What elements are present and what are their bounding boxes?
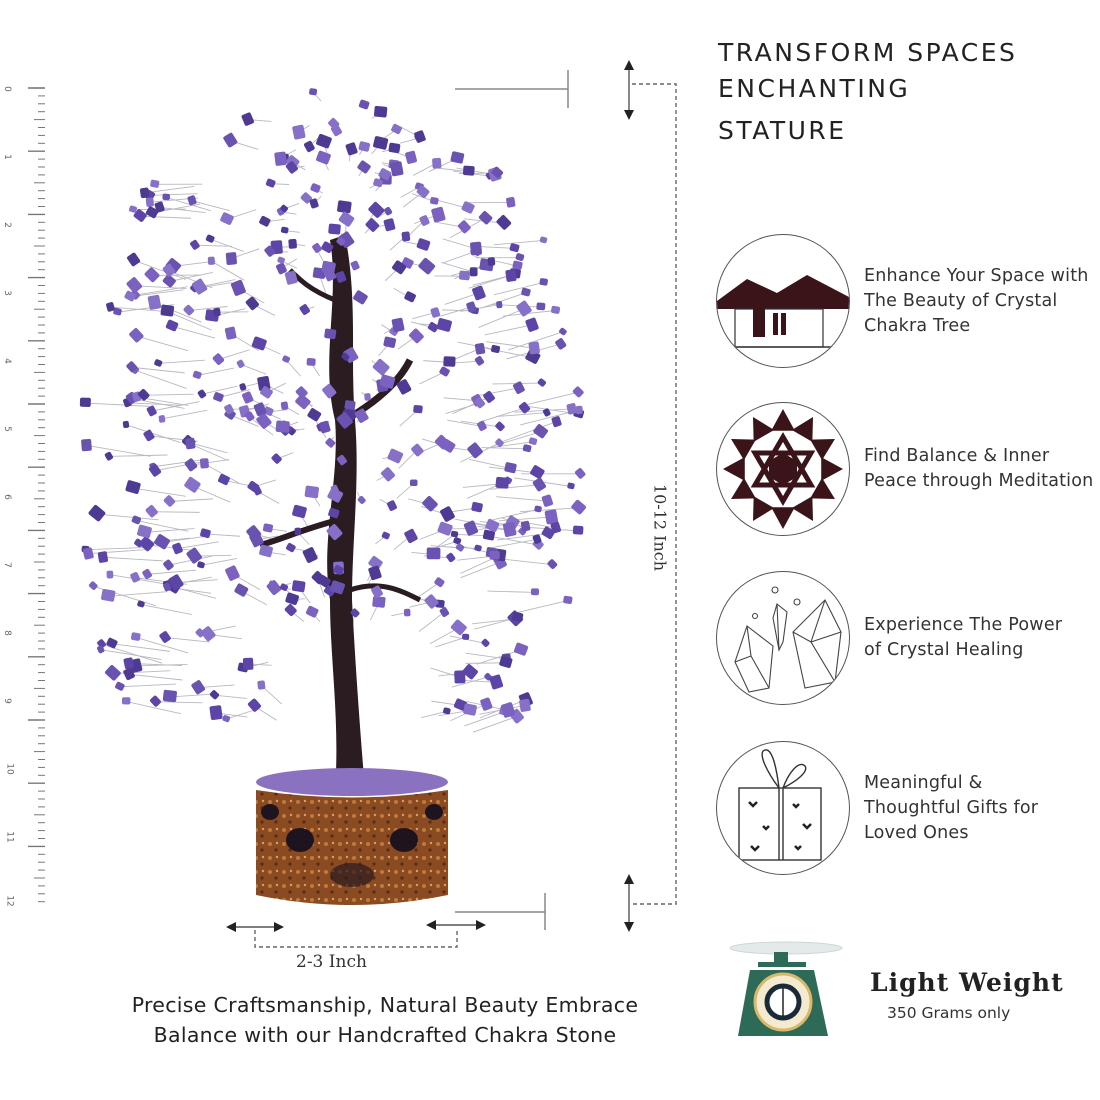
feature-text-line: Meaningful & <box>864 773 983 793</box>
ruler-ticks <box>28 87 45 911</box>
headline-line-2: ENCHANTING <box>718 74 911 103</box>
measuring-ruler: 0 1 2 3 4 5 6 7 8 9 10 11 12 <box>0 78 50 911</box>
feature-meaningful-gifts: Meaningful & Thoughtful Gifts for Loved … <box>716 741 1100 881</box>
chakra-star-icon <box>716 402 850 536</box>
house-icon <box>716 234 850 368</box>
feature-text-line: Loved Ones <box>864 823 969 843</box>
headline-line-3: STATURE <box>718 116 847 145</box>
headline-line-1: TRANSFORM SPACES <box>718 38 1018 67</box>
width-dimension-label: 2-3 Inch <box>296 952 367 972</box>
feature-text-line: The Beauty of Crystal <box>864 291 1058 311</box>
feature-text-line: Chakra Tree <box>864 316 971 336</box>
weight-subtitle: 350 Grams only <box>887 1004 1011 1022</box>
feature-balance-meditation: Find Balance & Inner Peace through Medit… <box>716 402 1100 542</box>
feature-text-line: Peace through Meditation <box>864 471 1094 491</box>
weight-title: Light Weight <box>870 968 1064 997</box>
feature-crystal-healing: Experience The Power of Crystal Healing <box>716 571 1100 711</box>
feature-text-line: Find Balance & Inner <box>864 446 1050 466</box>
feature-text-line: Enhance Your Space with <box>864 266 1089 286</box>
caption-line-2: Balance with our Handcrafted Chakra Ston… <box>153 1023 617 1047</box>
caption-line-1: Precise Craftsmanship, Natural Beauty Em… <box>131 993 639 1017</box>
crystals-icon <box>716 571 850 705</box>
kitchen-scale-icon <box>728 940 846 1040</box>
height-dimension-label: 10-12 Inch <box>650 483 670 572</box>
feature-text-line: Thoughtful Gifts for <box>864 798 1039 818</box>
product-caption: Precise Craftsmanship, Natural Beauty Em… <box>60 990 710 1050</box>
feature-text-line: Experience The Power <box>864 615 1063 635</box>
feature-enhance-space: Enhance Your Space with The Beauty of Cr… <box>716 234 1100 374</box>
gift-box-icon <box>716 741 850 875</box>
feature-text-line: of Crystal Healing <box>864 640 1024 660</box>
crystal-tree-image <box>60 80 620 920</box>
